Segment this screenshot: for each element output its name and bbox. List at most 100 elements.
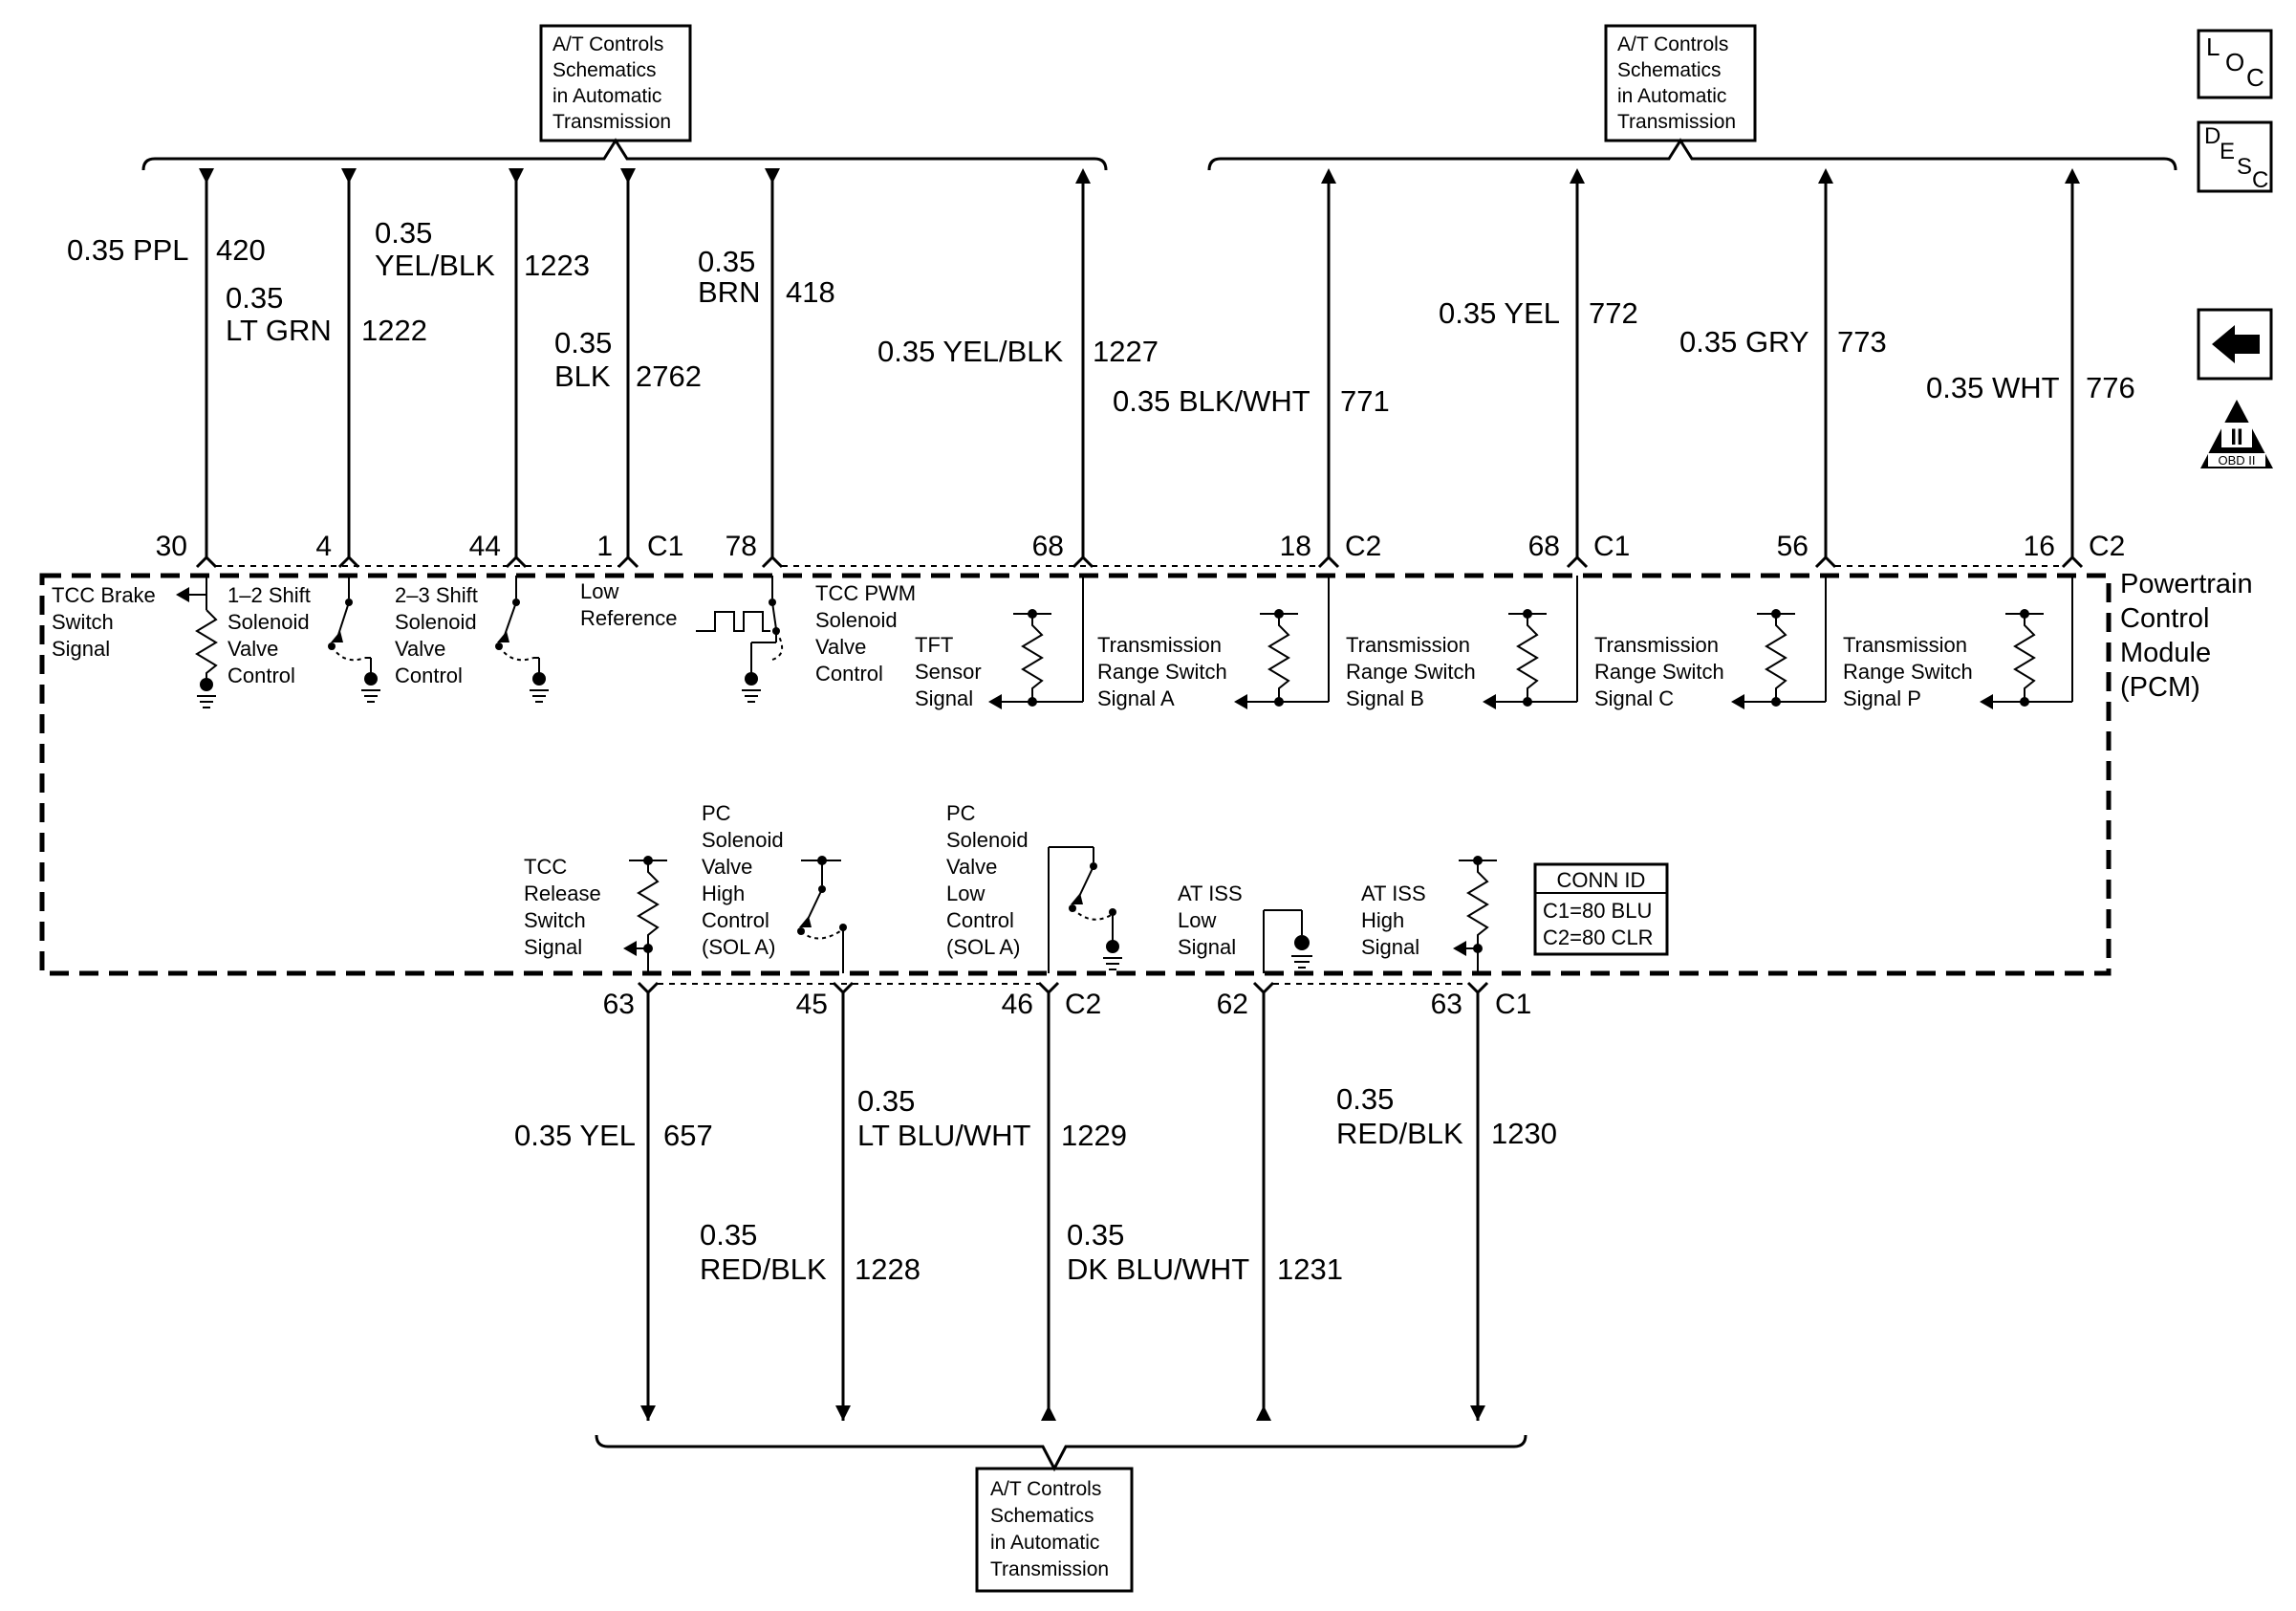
wire-657[interactable]: 63 0.35 YEL 657 [514,989,713,1421]
circuit-number: 771 [1340,384,1390,418]
wire-color-label: 0.35 YEL [514,1119,636,1152]
wire-1222[interactable]: 0.35 LT GRN 1222 4 [226,168,427,562]
svg-text:II: II [2230,425,2242,450]
ref-box-line: Schematics [552,59,657,81]
obd-ii-icon[interactable]: II OBD II [2200,400,2273,468]
connector-row-bottom [637,981,1489,995]
component-label: Range Switch [1843,660,1973,684]
component-label: Transmission [1843,633,1967,657]
circuit-number: 657 [663,1119,713,1152]
component-label: Valve [815,635,866,659]
wire-1228[interactable]: 45 0.35 RED/BLK 1228 [700,989,921,1421]
component-label: Solenoid [702,828,784,852]
wire-color-label: BRN [698,275,760,309]
pcm-label: Powertrain Control Module (PCM) [2120,569,2253,703]
wire-1229[interactable]: 46 C2 0.35 LT BLU/WHT 1229 [857,989,1127,1421]
svg-text:Control: Control [2120,603,2210,634]
wire-1223[interactable]: 0.35 YEL/BLK 1223 44 [375,168,590,562]
svg-text:D: D [2204,123,2220,149]
wire-color-label: DK BLU/WHT [1067,1252,1249,1286]
pin-number: 68 [1032,531,1064,562]
ref-box-bottom[interactable]: A/T Controls Schematics in Automatic Tra… [975,1467,1134,1593]
ref-box-line: A/T Controls [552,33,663,55]
ref-box-top-right[interactable]: A/T Controls Schematics in Automatic Tra… [1604,24,1757,142]
ref-box-top-left[interactable]: A/T Controls Schematics in Automatic Tra… [539,24,692,142]
wire-color-label: 0.35 GRY [1679,325,1809,359]
svg-text:C: C [2246,63,2264,92]
trs-signal-b-circuit: Transmission Range Switch Signal B [1346,576,1578,710]
ref-box-line: Schematics [1617,59,1722,81]
ref-box-line: A/T Controls [1617,33,1728,55]
loc-icon[interactable]: L O C [2197,29,2273,99]
ref-box-line: Schematics [990,1505,1094,1527]
component-label: (SOL A) [702,935,775,959]
circuit-number: 418 [786,275,835,309]
component-label: Low [1178,908,1216,932]
component-label: Solenoid [815,608,898,632]
component-label: Range Switch [1594,660,1724,684]
shift-23-solenoid-circuit: 2–3 Shift Solenoid Valve Control [395,576,549,703]
component-label: PC [946,801,976,825]
at-iss-low-circuit: AT ISS Low Signal [1178,882,1312,973]
wire-420[interactable]: 0.35 PPL 420 30 [67,168,266,562]
pin-number: 45 [796,989,828,1020]
wire-color-label: 0.35 [698,245,755,278]
desc-icon[interactable]: D E S C [2197,120,2273,193]
wire-776[interactable]: 0.35 WHT 776 16 C2 [1926,168,2135,562]
component-label: Control [702,908,769,932]
connector-label: C1 [1495,989,1531,1020]
component-label: Signal P [1843,686,1921,710]
circuit-number: 776 [2086,371,2135,404]
circuit-number: 1222 [361,314,427,347]
trs-signal-p-circuit: Transmission Range Switch Signal P [1843,576,2073,710]
wire-color-label: RED/BLK [700,1252,827,1286]
component-label: High [702,882,745,905]
circuit-number: 420 [216,233,266,267]
component-label: 1–2 Shift [227,583,311,607]
svg-text:E: E [2220,139,2235,164]
wire-color-label: LT BLU/WHT [857,1119,1030,1152]
circuit-number: 772 [1589,296,1638,330]
component-label: Signal [1361,935,1419,959]
wire-773[interactable]: 0.35 GRY 773 56 [1679,168,1887,562]
low-reference-label: Low Reference [580,579,678,630]
wire-color-label: 0.35 WHT [1926,371,2060,404]
connector-label: C2 [2089,531,2125,562]
wire-772[interactable]: 0.35 YEL 772 68 C1 [1439,168,1638,562]
conn-id-line: C2=80 CLR [1543,925,1654,949]
svg-text:Module: Module [2120,638,2211,668]
wire-771[interactable]: 0.35 BLK/WHT 771 18 C2 [1113,168,1390,562]
wire-color-label: 0.35 [1336,1082,1394,1116]
pin-number: 30 [156,531,187,562]
component-label: 2–3 Shift [395,583,478,607]
component-label: High [1361,908,1404,932]
wire-color-label: 0.35 PPL [67,233,189,267]
trs-signal-a-circuit: Transmission Range Switch Signal A [1097,576,1330,710]
component-label: Signal A [1097,686,1175,710]
wire-418[interactable]: 0.35 BRN 418 78 [698,168,835,562]
wire-1227[interactable]: 0.35 YEL/BLK 1227 68 [877,168,1159,562]
wire-2762[interactable]: 0.35 BLK 2762 1 C1 [554,168,702,562]
component-label: Control [395,664,463,687]
component-label: Transmission [1097,633,1222,657]
svg-text:(PCM): (PCM) [2120,672,2200,703]
component-label: (SOL A) [946,935,1020,959]
pin-number: 62 [1217,989,1248,1020]
pin-number: 4 [315,531,332,562]
circuit-number: 1229 [1061,1119,1127,1152]
wire-1231[interactable]: 62 0.35 DK BLU/WHT 1231 [1067,989,1343,1421]
back-arrow-icon[interactable] [2197,308,2273,381]
wire-1230[interactable]: 63 C1 0.35 RED/BLK 1230 [1336,989,1557,1421]
svg-text:O: O [2225,48,2244,76]
ref-box-line: Transmission [1617,111,1736,133]
component-label: Signal [52,637,110,661]
wire-color-label: 0.35 YEL [1439,296,1560,330]
circuit-number: 2762 [636,359,702,393]
pin-number: 44 [469,531,501,562]
component-label: Range Switch [1097,660,1227,684]
svg-text:L: L [2206,33,2220,61]
component-label: Control [815,662,883,686]
conn-id-box: CONN ID C1=80 BLU C2=80 CLR [1533,862,1669,956]
pcm-boundary [39,573,2112,976]
component-label: TCC PWM [815,581,916,605]
